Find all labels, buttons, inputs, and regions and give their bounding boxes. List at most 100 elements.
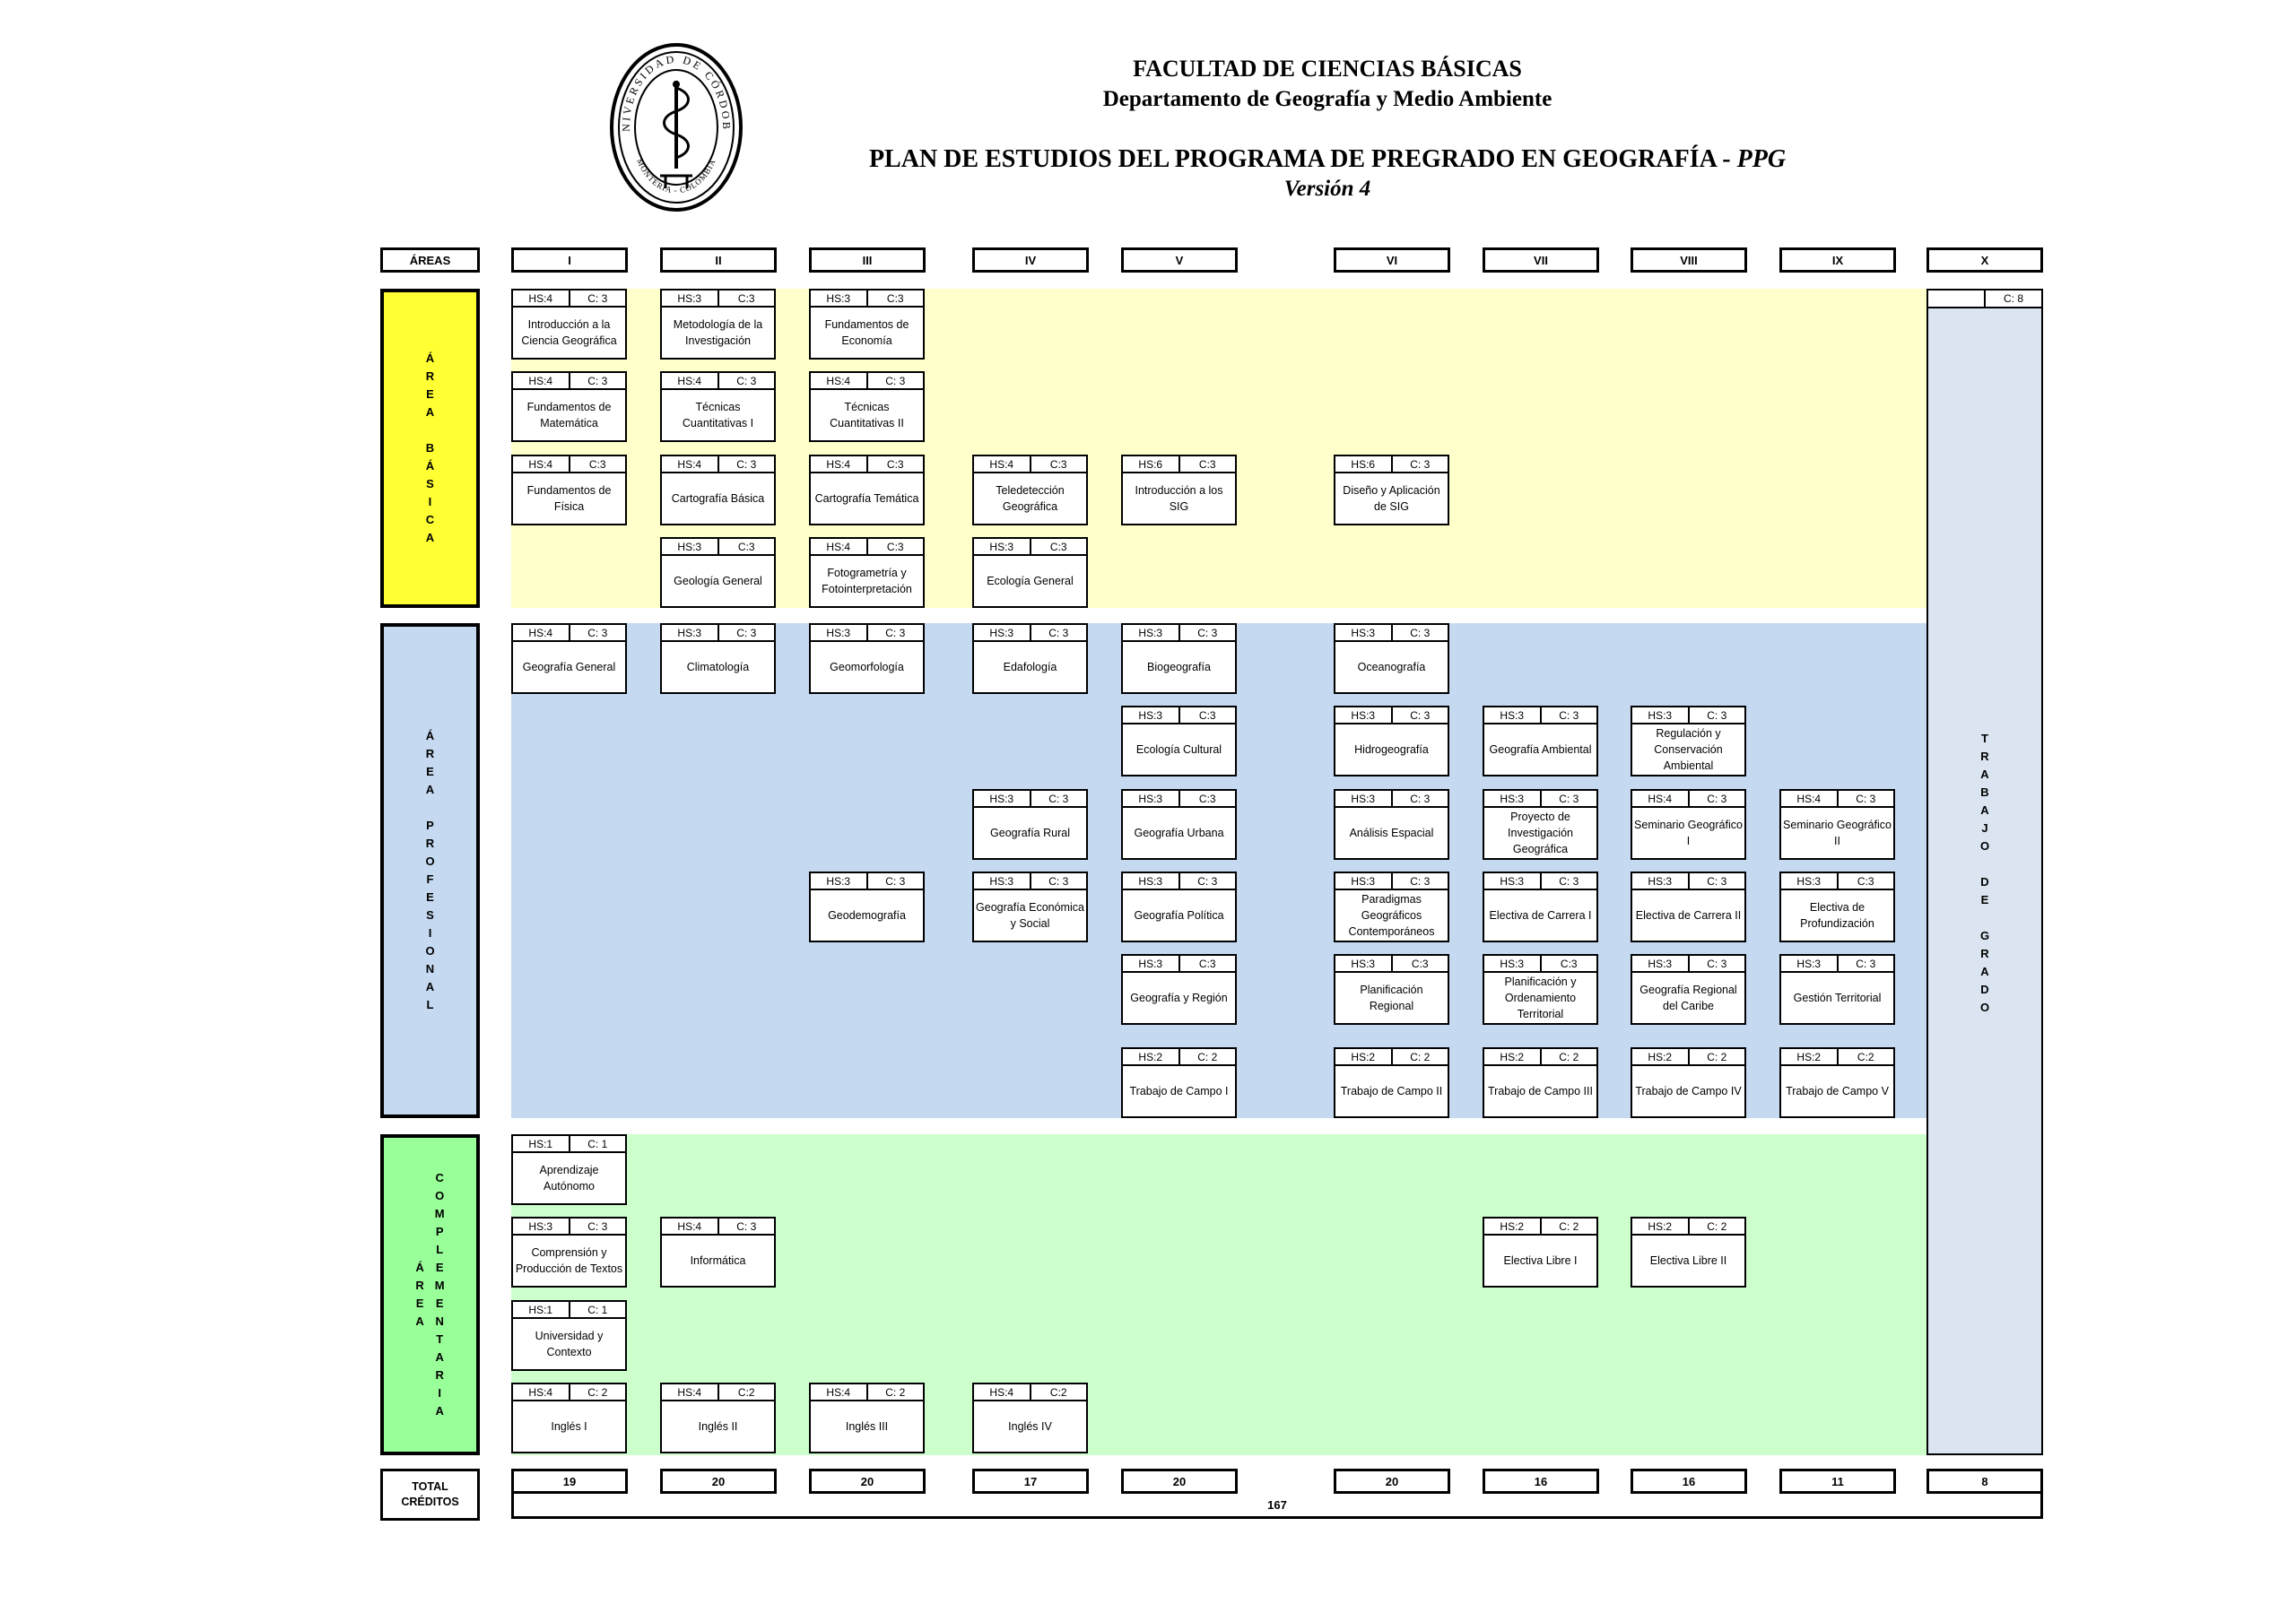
course-credits: C: 3 — [1856, 957, 1876, 970]
course-name: Geografía y Región — [1130, 992, 1228, 1004]
course-hours: HS:4 — [662, 1219, 719, 1234]
trabajo-de-grado-hours — [1928, 291, 1986, 307]
course-credits: C: 3 — [1410, 457, 1431, 471]
course-hours: HS:4 — [662, 456, 719, 472]
course-credits: C: 3 — [736, 1219, 757, 1233]
course-credits: C: 3 — [587, 1219, 608, 1233]
semester-header-ix: IX — [1779, 247, 1896, 273]
course-hours: HS:3 — [974, 791, 1031, 806]
course-name: Trabajo de Campo II — [1340, 1085, 1443, 1097]
course-credits: C:3 — [1198, 792, 1216, 805]
course-credits-row: HS:3 C: 3 — [1781, 956, 1893, 973]
course-name: Fundamentos de Física — [526, 484, 612, 513]
course-hours: HS:2 — [1484, 1049, 1542, 1064]
course-name: Análisis Espacial — [1349, 827, 1434, 839]
course-credits: C: 2 — [1707, 1050, 1727, 1063]
course-hours: HS:3 — [1123, 707, 1180, 723]
course-hours: HS:3 — [811, 873, 868, 889]
course-name: Diseño y Aplicación de SIG — [1343, 484, 1440, 513]
course-credits: C: 3 — [1410, 626, 1431, 639]
course-hours: HS:4 — [513, 625, 570, 640]
university-seal-logo: UNIVERSIDAD DE CÓRDOBA MONTERÍA - COLOMB… — [610, 43, 743, 212]
grand-total: 167 — [511, 1494, 2043, 1519]
course-name: Seminario Geográfico II — [1783, 819, 1892, 847]
course-name: Teledetección Geográfica — [996, 484, 1065, 513]
course-credits: C:3 — [1857, 874, 1874, 888]
total-label-line1: TOTAL — [412, 1480, 448, 1493]
course-credits-row: HS:3 C:3 — [1123, 707, 1235, 724]
course-hours: HS:2 — [1335, 1049, 1393, 1064]
course-credits: C: 3 — [1410, 792, 1431, 805]
course-name: Geodemografía — [828, 909, 906, 922]
course-name: Fundamentos de Economía — [824, 318, 909, 347]
course-hours: HS:4 — [974, 456, 1031, 472]
course-name: Hidrogeografía — [1354, 743, 1429, 756]
semester-header-vi: VI — [1334, 247, 1450, 273]
course-credits: C: 3 — [587, 374, 608, 387]
course-hours: HS:1 — [513, 1302, 570, 1317]
course-hours: HS:4 — [811, 539, 868, 554]
course-name: Geografía Rural — [990, 827, 1070, 839]
course-hours: HS:3 — [1781, 956, 1839, 971]
course-credits: C: 3 — [885, 374, 906, 387]
semester-total-vii: 16 — [1483, 1469, 1599, 1494]
semester-header-x: X — [1926, 247, 2043, 273]
trabajo-de-grado-credits-row: C: 8 — [1928, 291, 2041, 308]
course-credits: C: 3 — [1856, 792, 1876, 805]
course-credits: C: 3 — [587, 626, 608, 639]
course-name: Seminario Geográfico I — [1634, 819, 1743, 847]
course-hours: HS:4 — [662, 373, 719, 388]
course-credits: C:3 — [886, 291, 904, 305]
course-name: Inglés IV — [1008, 1420, 1052, 1433]
semester-total-x: 8 — [1926, 1469, 2043, 1494]
course-credits: C:3 — [886, 457, 904, 471]
course-credits: C:3 — [1198, 708, 1216, 722]
course-credits: C: 2 — [1559, 1219, 1579, 1233]
course-hours: HS:4 — [1781, 791, 1839, 806]
course-credits: C: 2 — [587, 1385, 608, 1399]
semester-header-v: V — [1121, 247, 1238, 273]
course-name: Gestión Territorial — [1793, 992, 1882, 1004]
course-box: HS:4 C: 3 Seminario Geográfico II — [1779, 789, 1895, 860]
course-hours: HS:4 — [513, 291, 570, 306]
semester-header-i: I — [511, 247, 628, 273]
course-hours: HS:3 — [662, 539, 719, 554]
